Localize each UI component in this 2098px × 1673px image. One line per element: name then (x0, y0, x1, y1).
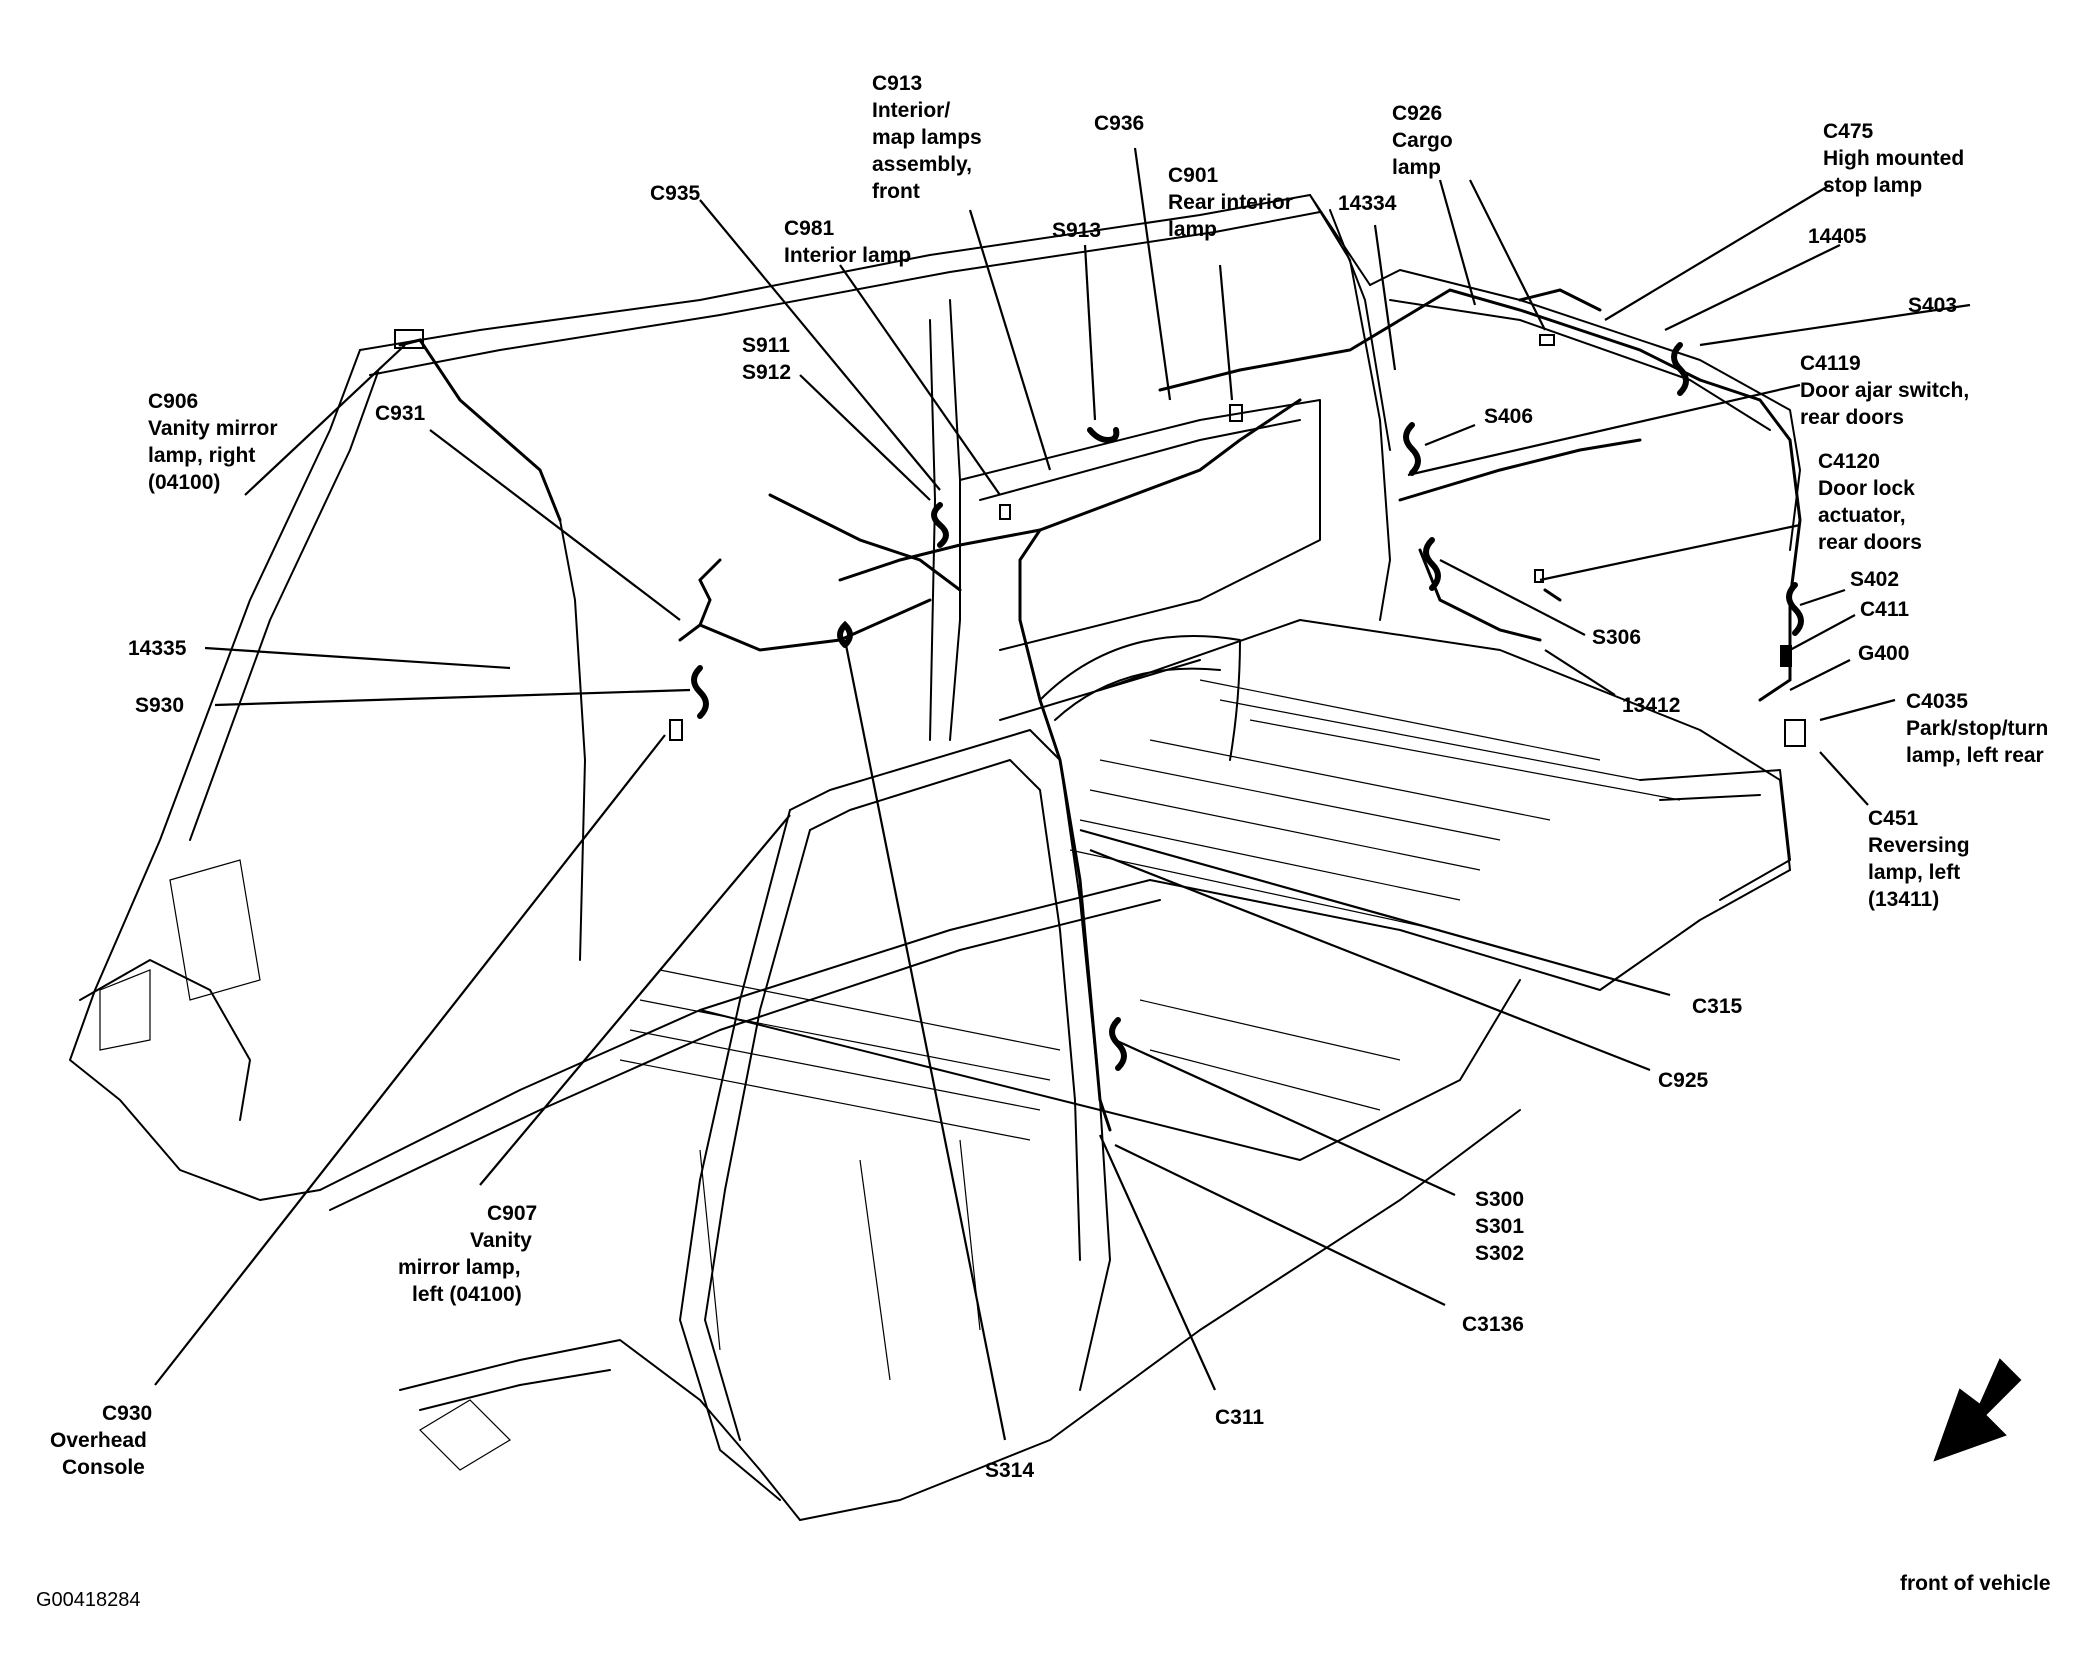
callout-s913: S913 (1052, 219, 1101, 242)
callout-c4120: C4120 Door lock actuator, rear doors (1818, 450, 1922, 554)
figure-id: G00418284 (36, 1589, 141, 1611)
callout-13412: 13412 (1622, 694, 1680, 717)
callout-c315: C315 (1692, 995, 1743, 1018)
callout-c3136: C3136 (1462, 1313, 1524, 1336)
callout-c4035: C4035 Park/stop/turn lamp, left rear (1906, 690, 2054, 767)
callout-c913: C913 Interior/ map lamps assembly, front (872, 72, 988, 203)
callout-c451: C451 Reversing lamp, left (13411) (1868, 807, 1975, 911)
callout-s306: S306 (1592, 626, 1641, 649)
callout-c926: C926 Cargo lamp (1392, 102, 1459, 179)
callout-14405: 14405 (1808, 225, 1867, 248)
callout-c411: C411 (1860, 598, 1909, 621)
callout-c311: C311 (1215, 1406, 1264, 1429)
splice-s406 (1403, 422, 1421, 476)
floor-ribs (619, 679, 1681, 1381)
callout-s930: S930 (135, 694, 184, 717)
callout-c901: C901 Rear interior lamp (1168, 164, 1299, 241)
splice-s403 (1671, 342, 1689, 396)
wiring-harness (398, 288, 1802, 1132)
callout-s911-s912: S911 S912 (742, 334, 796, 384)
splice-s314 (837, 620, 853, 648)
callout-14335: 14335 (128, 637, 187, 660)
callout-c925: C925 (1658, 1069, 1709, 1092)
front-of-vehicle-label: front of vehicle (1900, 1572, 2051, 1595)
callout-s314: S314 (985, 1459, 1034, 1482)
callout-c931: C931 (375, 402, 426, 425)
splice-s913 (1087, 427, 1120, 444)
splice-symbols (691, 342, 1804, 1071)
callout-c930: C930 Overhead Console (50, 1402, 158, 1479)
callout-s403: S403 (1908, 294, 1957, 317)
callout-c475: C475 High mounted stop lamp (1823, 120, 1970, 197)
connector-markers (394, 329, 1806, 747)
callout-leaders (154, 147, 1971, 1441)
splice-s911 (931, 502, 949, 548)
splice-s402 (1786, 582, 1804, 636)
splice-s306 (1423, 537, 1441, 591)
callout-c936: C936 (1094, 112, 1144, 135)
callout-c906: C906 Vanity mirror lamp, right (04100) (148, 390, 283, 494)
callout-c907: C907 Vanity mirror lamp, left (04100) (398, 1202, 543, 1306)
vehicle-body-outline (69, 194, 1801, 1521)
splice-s930 (691, 665, 709, 719)
callout-c4119: C4119 Door ajar switch, rear doors (1800, 352, 1975, 429)
callout-s402: S402 (1850, 568, 1899, 591)
callout-g400: G400 (1858, 642, 1909, 665)
callout-c981: C981 Interior lamp (784, 217, 911, 267)
splice-s300 (1109, 1017, 1127, 1071)
callout-14334: 14334 (1338, 192, 1397, 215)
callout-s300-s301-s302: S300 S301 S302 (1475, 1188, 1530, 1265)
front-direction-arrow-icon (1933, 1358, 2022, 1462)
callout-s406: S406 (1484, 405, 1533, 428)
callout-c935: C935 (650, 182, 701, 205)
callout-labels: C913 Interior/ map lamps assembly, front… (50, 72, 2054, 1482)
